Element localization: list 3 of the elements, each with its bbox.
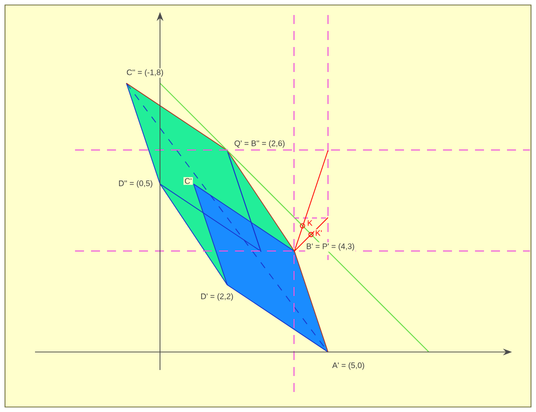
point-label: C'	[184, 177, 193, 185]
point-label: K'	[314, 229, 324, 237]
point-label: K	[306, 219, 314, 227]
